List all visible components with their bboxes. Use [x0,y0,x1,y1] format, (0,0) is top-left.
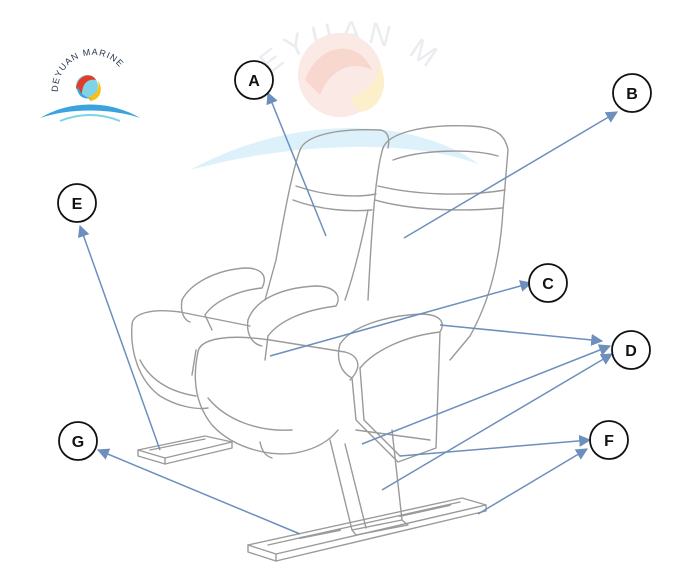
callout-c: C [528,263,568,303]
leader-lines [77,91,619,535]
seat-back-right [367,125,509,361]
arrow-g [96,448,301,535]
callout-a: A [234,60,274,100]
arrow-d2 [361,344,612,445]
arrow-a [266,91,327,237]
seat-cushion-right [194,336,359,459]
seat-illustration [131,125,509,562]
arrow-d3 [381,353,614,491]
arrow-e [77,224,161,451]
arrow-c [269,280,533,357]
callout-f-label: F [604,433,614,450]
callout-a-label: A [248,73,260,90]
armrest-right [337,313,443,463]
seat-back-left [264,128,390,301]
callout-g-label: G [72,434,84,451]
company-logo: DEYUAN MARINE [40,47,140,122]
callout-b: B [612,73,652,113]
arrow-f2 [477,448,589,515]
arrow-b [403,111,619,239]
seat-cushion-left [131,310,251,410]
callout-g: G [58,421,98,461]
floor-rail-left [137,435,233,465]
callout-b-label: B [626,86,638,103]
callouts: A B C D E F G [57,60,652,461]
arrow-f1 [399,434,592,457]
pedestal [329,429,409,536]
callout-d: D [611,330,651,370]
floor-rail-right [247,497,487,562]
callout-c-label: C [542,276,554,293]
callout-e: E [57,183,97,223]
callout-e-label: E [72,196,83,213]
callout-f: F [589,420,629,460]
logo-emblem-icon [76,75,101,101]
callout-d-label: D [625,343,637,360]
arrow-d1 [439,324,604,346]
